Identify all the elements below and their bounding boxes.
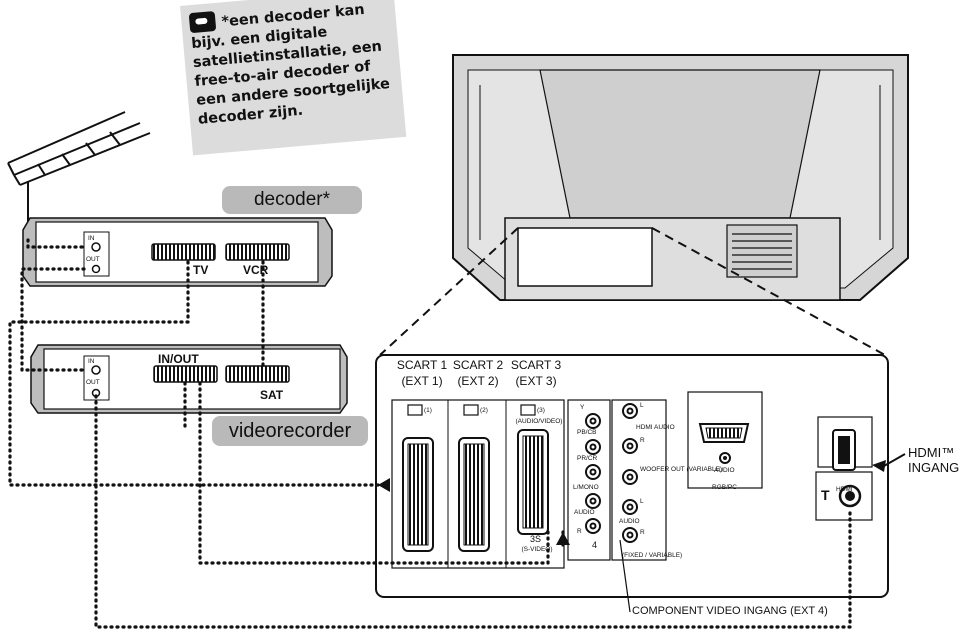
- vcr-in-label: IN: [88, 358, 95, 365]
- audio-out-l: L: [640, 498, 644, 505]
- scart-connector: [517, 429, 549, 535]
- scart2-tag: (2): [480, 407, 488, 414]
- comp-lmono: L/MONO: [573, 484, 599, 491]
- scart3-svideo-sub: (S-VIDEO): [521, 546, 553, 553]
- videorecorder-label: videorecorder: [212, 416, 368, 446]
- zoom-lines: [379, 227, 886, 356]
- hdmi-connector: [832, 429, 856, 471]
- scart3-ext: (EXT 3): [515, 374, 557, 388]
- note-box: *een decoder kan bijv. een digitale sate…: [180, 0, 407, 156]
- terminal-panel: [375, 354, 889, 598]
- tv-terminal-area: [517, 227, 653, 287]
- vcr-port-sat: SAT: [260, 388, 284, 402]
- hdmi-port-label: HDMI: [836, 486, 853, 493]
- pointing-hand-icon: [188, 11, 217, 34]
- vcr-out-label: OUT: [86, 379, 100, 386]
- rca-jacks: [585, 403, 638, 543]
- vga-connector: [698, 423, 750, 464]
- decoder-port-tv: TV: [193, 263, 209, 277]
- scart1-tag: (1): [424, 407, 432, 414]
- hdmi-audio-text: HDMI AUDIO: [636, 424, 675, 431]
- hdmi-callout-line2: INGANG: [908, 460, 960, 475]
- comp-pr: PR/CR: [577, 455, 598, 462]
- woofer-text: WOOFER OUT (VARIABLE): [640, 466, 722, 473]
- scart3-svideo: 3S: [530, 534, 542, 544]
- comp-ext4: 4: [592, 540, 598, 550]
- antenna-icon: [7, 111, 151, 240]
- decoder-device: [22, 217, 333, 287]
- hdmi-audio-l: L: [640, 402, 644, 409]
- component-callout: COMPONENT VIDEO INGANG (EXT 4): [632, 605, 828, 617]
- scart-connector: [402, 437, 434, 552]
- scart-connector: [458, 437, 490, 552]
- comp-r: R: [577, 528, 582, 535]
- rgb-audio: AUDIO: [714, 467, 735, 474]
- antenna-symbol: T: [821, 487, 830, 503]
- cables: [8, 238, 852, 629]
- decoder-out-label: OUT: [86, 256, 100, 263]
- scart3-tag: (3): [537, 407, 545, 414]
- tv-back: [452, 54, 909, 301]
- antenna-jack-icon: [838, 484, 862, 508]
- comp-pb: PB/CB: [577, 429, 597, 436]
- audio-out-r: R: [640, 529, 645, 536]
- audio-out-text: AUDIO: [619, 518, 640, 525]
- comp-audio: AUDIO: [574, 509, 595, 516]
- comp-y: Y: [580, 404, 585, 411]
- vcr-port-inout: IN/OUT: [158, 352, 199, 366]
- note-line: een decoder kan: [228, 1, 366, 30]
- scart2-ext: (EXT 2): [457, 374, 499, 388]
- hdmi-callout-line1: HDMI™: [908, 445, 955, 460]
- scart1-ext: (EXT 1): [401, 374, 443, 388]
- videorecorder-device: [30, 344, 348, 414]
- audio-out-sub: (FIXED / VARIABLE): [622, 552, 683, 559]
- scart1-name: SCART 1: [396, 358, 448, 372]
- decoder-port-vcr: VCR: [243, 263, 269, 277]
- hdmi-audio-r: R: [640, 437, 645, 444]
- decoder-in-label: IN: [88, 235, 95, 242]
- scart3-name: SCART 3: [510, 358, 562, 372]
- decoder-label: decoder*: [222, 186, 362, 214]
- scart3-sub: (AUDIO/VIDEO): [515, 418, 563, 425]
- scart2-name: SCART 2: [452, 358, 504, 372]
- rgb-label: RGB/PC: [712, 484, 737, 491]
